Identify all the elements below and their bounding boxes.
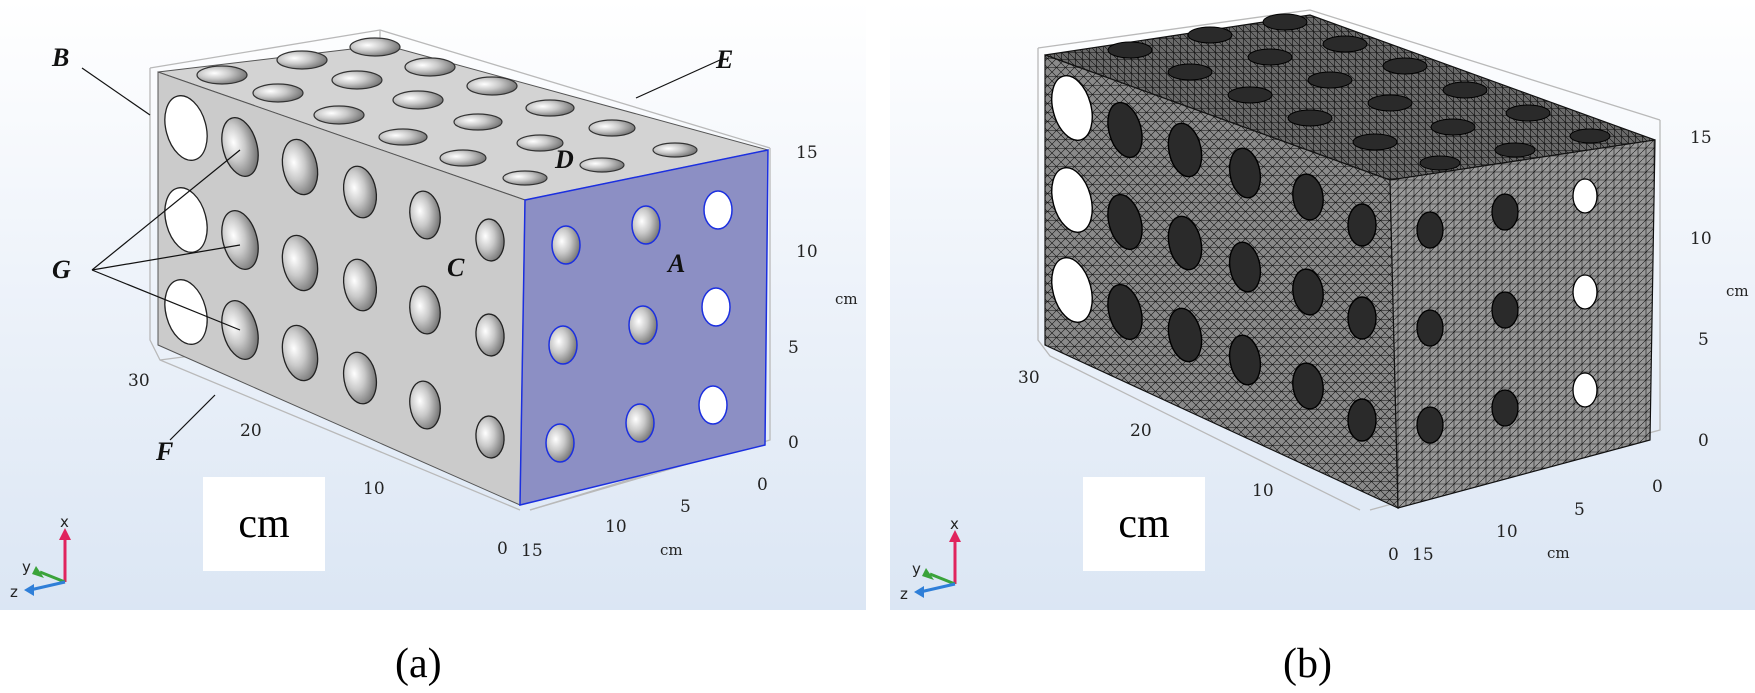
coordinate-triad: x y z	[10, 513, 71, 601]
axis-ticks-bottom: 15 10 5 0 cm	[521, 475, 768, 561]
axis-unit: cm	[660, 541, 683, 559]
caption-a: (a)	[395, 641, 442, 687]
mesh-end-face	[1389, 139, 1656, 509]
triad-x-label: x	[950, 515, 959, 533]
tick-label: 30	[1018, 368, 1040, 388]
mesh-top-holes	[1107, 13, 1611, 171]
panel-a-geometry-view: B E D C A G F 15 10 5 0 cm 15 10 5 0 cm …	[0, 0, 866, 610]
triad-x-label: x	[60, 513, 69, 531]
label-e: E	[715, 45, 733, 74]
label-d: D	[554, 145, 574, 174]
tick-label: 0	[1388, 545, 1399, 565]
label-a: A	[666, 249, 685, 278]
tick-label: 5	[788, 338, 799, 358]
tick-label: 30	[128, 371, 150, 391]
tick-label: 5	[1698, 330, 1709, 350]
tick-label: 10	[1690, 229, 1712, 249]
panel-a-canvas: B E D C A G F 15 10 5 0 cm 15 10 5 0 cm …	[10, 29, 858, 601]
tick-label: 0	[788, 433, 799, 453]
tick-label: 5	[1574, 500, 1585, 520]
tick-label: 0	[497, 539, 508, 559]
label-f: F	[155, 437, 173, 466]
face-a-holes	[545, 190, 733, 463]
axis-ticks-left: 30 20 10 0	[128, 371, 508, 559]
tick-label: 15	[1412, 545, 1434, 565]
triad-y-label: y	[912, 560, 921, 578]
tick-label: 20	[240, 421, 262, 441]
label-c: C	[447, 253, 465, 282]
tick-label: 20	[1130, 421, 1152, 441]
mesh-end-holes	[1416, 178, 1598, 444]
coordinate-triad: x y z	[900, 515, 961, 603]
tick-label: 10	[363, 479, 385, 499]
tick-label: 15	[796, 143, 818, 163]
axis-unit: cm	[1726, 282, 1749, 300]
label-g: G	[52, 255, 71, 284]
tick-label: 0	[1698, 431, 1709, 451]
triad-z-label: z	[10, 583, 18, 601]
tick-label: 0	[1652, 477, 1663, 497]
side-face-holes	[164, 95, 505, 459]
caption-b: (b)	[1283, 641, 1332, 687]
label-b: B	[51, 43, 69, 72]
tick-label: 10	[796, 242, 818, 262]
panel-b-mesh-view: 15 10 5 0 cm 15 10 5 0 cm 30 20 10 0 x y…	[890, 0, 1755, 610]
unit-box: cm	[1083, 477, 1205, 571]
tick-label: 10	[1252, 481, 1274, 501]
mesh-side-holes	[1051, 75, 1377, 442]
tick-label: 10	[605, 517, 627, 537]
tick-label: 10	[1496, 522, 1518, 542]
unit-box: cm	[203, 477, 325, 571]
axis-ticks-left: 30 20 10 0	[1018, 368, 1399, 565]
leader-lines	[81, 59, 721, 441]
tick-label: 15	[521, 541, 543, 561]
triad-y-label: y	[22, 558, 31, 576]
axis-unit: cm	[835, 290, 858, 308]
panel-b-canvas: 15 10 5 0 cm 15 10 5 0 cm 30 20 10 0 x y…	[900, 9, 1749, 603]
tick-label: 0	[757, 475, 768, 495]
axis-ticks-bottom: 15 10 5 0 cm	[1412, 477, 1663, 565]
axis-ticks-right: 15 10 5 0 cm	[1690, 128, 1749, 451]
top-face-holes	[196, 37, 698, 186]
tick-label: 15	[1690, 128, 1712, 148]
tick-label: 5	[680, 497, 691, 517]
triad-z-label: z	[900, 585, 908, 603]
axis-ticks-right: 15 10 5 0 cm	[788, 143, 858, 453]
axis-unit: cm	[1547, 544, 1570, 562]
